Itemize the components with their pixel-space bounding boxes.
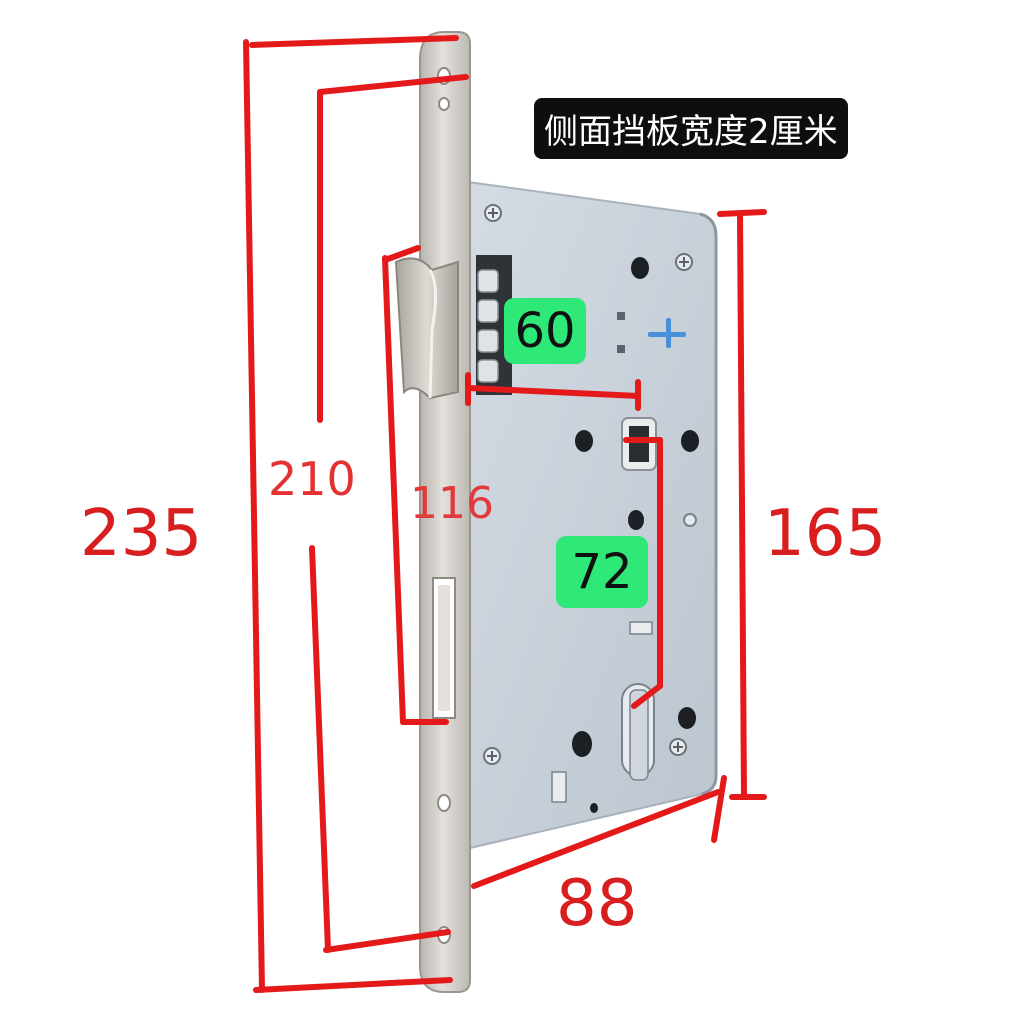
depth-label: 88 <box>556 867 638 941</box>
side-plate-width-note: 侧面挡板宽度2厘米 <box>534 98 848 159</box>
latch-bolt <box>394 257 459 400</box>
center-distance-badge: 72 <box>556 536 648 608</box>
case-holes <box>572 257 699 813</box>
lock-case-edge <box>699 212 718 796</box>
latch-span-label: 116 <box>410 478 494 529</box>
backset-badge: 60 <box>504 298 586 364</box>
total-length-label: 235 <box>80 497 203 571</box>
dimension-lines <box>243 35 767 993</box>
screw-span-label: 210 <box>268 452 356 506</box>
case-height-label: 165 <box>764 497 887 571</box>
